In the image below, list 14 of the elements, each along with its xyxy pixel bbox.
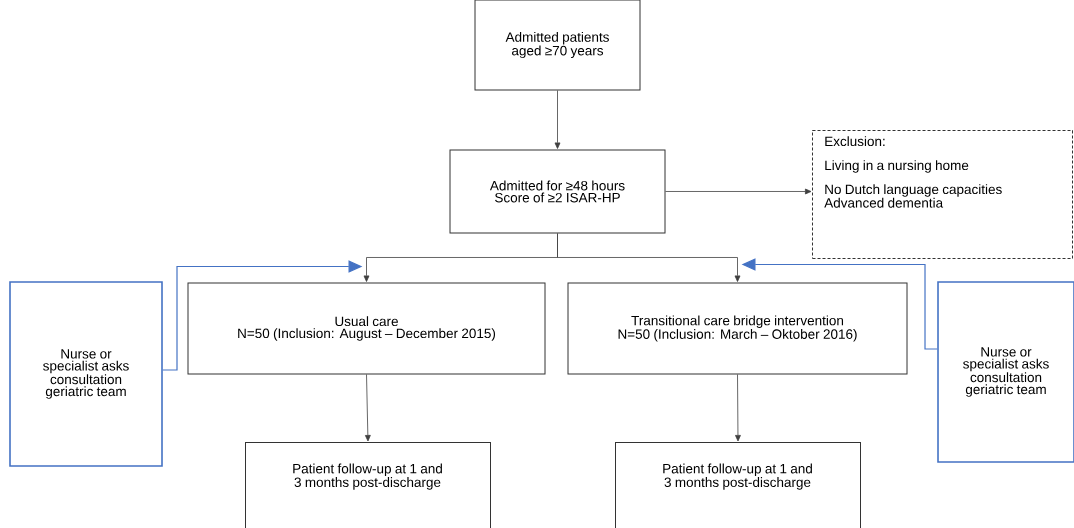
- referral-box: Nurse or specialist asks consultation geriatric team: [937, 281, 1074, 463]
- arrow: [364, 374, 371, 442]
- referral-box: Nurse or specialist asks consultation geriatric team: [9, 281, 163, 467]
- process-box: Admitted patients aged ≥70 years: [474, 0, 641, 91]
- follow-up-box: Patient follow-up at 1 and 3 months post-discharge: [615, 442, 861, 528]
- arrow: [665, 188, 812, 195]
- arrow: [557, 233, 741, 282]
- follow-up-box: Patient follow-up at 1 and 3 months post-discharge: [245, 442, 491, 528]
- arrow: [735, 374, 741, 442]
- group-box: Usual care N=50 (Inclusion: August – December 2015): [187, 282, 546, 375]
- exclusion-box: Exclusion: Living in a nursing home No Dutch language capacities Advanced dementia: [812, 130, 1073, 259]
- group-box: Transitional care bridge intervention N=50 (Inclusion: March – Oktober 2016): [567, 282, 908, 375]
- arrow: [554, 90, 561, 149]
- process-box: Admitted for ≥48 hours Score of ≥2 ISAR-HP: [449, 149, 666, 234]
